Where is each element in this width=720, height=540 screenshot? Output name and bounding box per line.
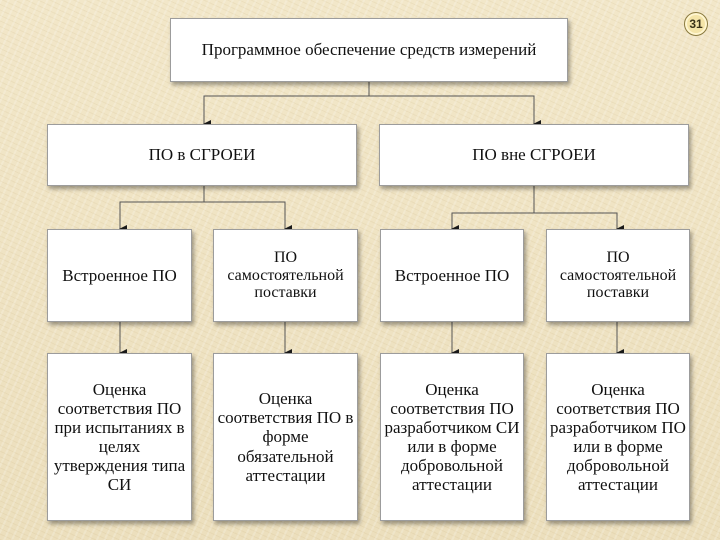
child-node-standalone-outside: ПО самостоятельной поставки bbox=[546, 229, 690, 322]
branch-node-label: ПО вне СГРОЕИ bbox=[472, 145, 596, 165]
child-node-embedded-outside: Встроенное ПО bbox=[380, 229, 524, 322]
result-node-developer-software: Оценка соответствия ПО разработчиком ПО … bbox=[546, 353, 690, 521]
result-node-developer-si: Оценка соответствия ПО разработчиком СИ … bbox=[380, 353, 524, 521]
child-node-label: ПО самостоятельной поставки bbox=[559, 248, 677, 302]
connector-root-branches bbox=[203, 82, 370, 128]
connector-right-branch bbox=[451, 186, 535, 233]
child-node-embedded-sgroei: Встроенное ПО bbox=[47, 229, 192, 322]
child-node-label: Встроенное ПО bbox=[62, 265, 177, 285]
page-number: 31 bbox=[689, 17, 703, 31]
child-node-standalone-sgroei: ПО самостоятельной поставки bbox=[213, 229, 358, 322]
result-node-label: Оценка соответствия ПО в форме обязатель… bbox=[217, 389, 354, 485]
connector-right-branch-right bbox=[534, 212, 624, 233]
connector-left-branch bbox=[119, 186, 205, 233]
page-number-badge: 31 bbox=[684, 12, 708, 36]
connector-root-branches-right bbox=[369, 95, 541, 128]
root-node-label: Программное обеспечение средств измерени… bbox=[201, 40, 537, 60]
branch-node-outside-sgroei: ПО вне СГРОЕИ bbox=[379, 124, 689, 186]
root-node: Программное обеспечение средств измерени… bbox=[170, 18, 568, 82]
child-node-label: ПО самостоятельной поставки bbox=[227, 248, 344, 302]
result-node-label: Оценка соответствия ПО при испытаниях в … bbox=[53, 379, 186, 495]
result-node-label: Оценка соответствия ПО разработчиком СИ … bbox=[384, 379, 520, 495]
branch-node-sgroei: ПО в СГРОЕИ bbox=[47, 124, 357, 186]
result-node-mandatory-attestation: Оценка соответствия ПО в форме обязатель… bbox=[213, 353, 358, 521]
branch-node-label: ПО в СГРОЕИ bbox=[148, 145, 256, 165]
child-node-label: Встроенное ПО bbox=[394, 265, 510, 285]
connector-left-branch-right bbox=[204, 201, 292, 233]
result-node-type-approval: Оценка соответствия ПО при испытаниях в … bbox=[47, 353, 192, 521]
result-node-label: Оценка соответствия ПО разработчиком ПО … bbox=[550, 379, 686, 495]
